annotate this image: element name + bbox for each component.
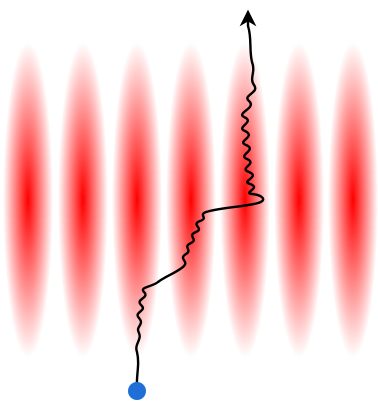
fringe-band [220,42,270,358]
fringe-band [58,42,108,358]
random-walk-path [135,9,265,390]
fringe-band [274,42,324,358]
source-point [128,382,146,400]
interference-fringes [3,42,378,358]
fringe-band [166,42,216,358]
fringe-band [112,42,162,358]
fringe-band [328,42,378,358]
fringe-band [3,42,53,358]
